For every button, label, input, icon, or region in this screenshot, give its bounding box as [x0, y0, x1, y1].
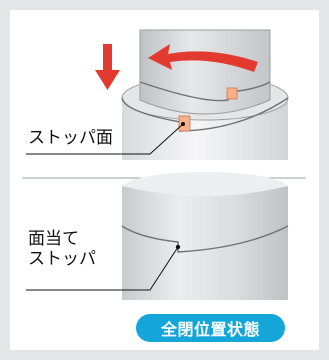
rotation-arrow-icon [148, 44, 258, 72]
contact-stopper-leader [26, 246, 179, 291]
down-arrow-icon [95, 44, 120, 90]
contact-stopper-label-line1: 面当て [28, 229, 79, 249]
stopper-face-label: ストッパ面 [28, 128, 113, 148]
contact-stopper-label: 面当て ストッパ [28, 229, 108, 269]
upper-groove-line [139, 81, 271, 102]
fully-closed-status-badge: 全閉位置状態 [136, 314, 285, 342]
closed-seam-line [121, 225, 289, 253]
contact-stopper-leader-dot [175, 244, 181, 250]
stopper-face-leader [26, 123, 184, 155]
stopper-face-leader-dot [181, 122, 185, 126]
upper-stopper [226, 87, 238, 100]
upper-cylinder-body [139, 29, 271, 115]
closed-cylinder-body [122, 186, 288, 300]
contact-stopper-label-line2: ストッパ [28, 248, 96, 269]
